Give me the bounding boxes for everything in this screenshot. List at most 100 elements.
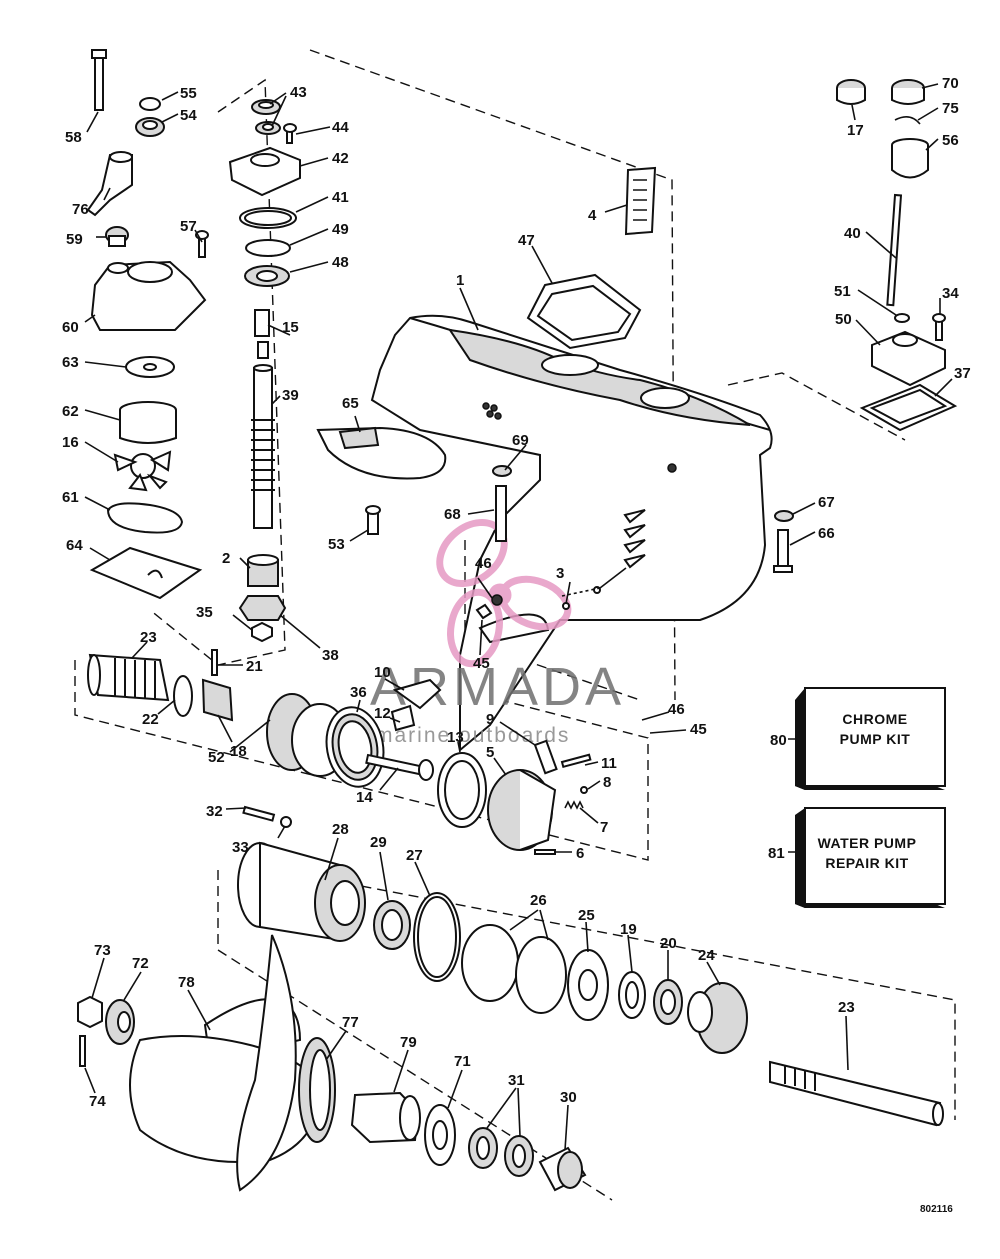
callout-76: 76 <box>72 201 89 218</box>
water-pump-kit-line1: WATER PUMP <box>818 835 917 851</box>
upper-right-parts <box>526 79 958 432</box>
gearcase-housing <box>370 314 773 753</box>
callout-68: 68 <box>444 506 461 523</box>
callout-29: 29 <box>370 834 387 851</box>
callout-61: 61 <box>62 489 79 506</box>
callout-numbers: 58 55 54 43 44 42 41 49 48 15 39 2 35 38… <box>62 75 971 1110</box>
callout-53: 53 <box>328 536 345 553</box>
callout-73: 73 <box>94 942 111 959</box>
callout-48: 48 <box>332 254 349 271</box>
callout-2: 2 <box>222 550 230 567</box>
callout-49: 49 <box>332 221 349 238</box>
callout-13: 13 <box>447 729 464 746</box>
chrome-pump-kit-line1: CHROME <box>842 711 907 727</box>
callout-62: 62 <box>62 403 79 420</box>
callout-78: 78 <box>178 974 195 991</box>
callout-43: 43 <box>290 84 307 101</box>
callout-27: 27 <box>406 847 423 864</box>
watermark-tagline: marine outboards <box>375 724 570 747</box>
callout-45-lower: 45 <box>690 721 707 738</box>
callout-59: 59 <box>66 231 83 248</box>
callout-60: 60 <box>62 319 79 336</box>
callout-72: 72 <box>132 955 149 972</box>
callout-66: 66 <box>818 525 835 542</box>
callout-41: 41 <box>332 189 349 206</box>
callout-75: 75 <box>942 100 959 117</box>
callout-14: 14 <box>356 789 373 806</box>
callout-64: 64 <box>66 537 83 554</box>
callout-54: 54 <box>180 107 197 124</box>
callout-57: 57 <box>180 218 197 235</box>
callout-10: 10 <box>374 664 391 681</box>
callout-34: 34 <box>942 285 959 302</box>
callout-38: 38 <box>322 647 339 664</box>
callout-6: 6 <box>576 845 584 862</box>
callout-74: 74 <box>89 1093 106 1110</box>
callout-70: 70 <box>942 75 959 92</box>
callout-28: 28 <box>332 821 349 838</box>
propeller-parts <box>77 934 587 1192</box>
callout-leaders <box>84 83 953 1151</box>
callout-65: 65 <box>342 395 359 412</box>
callout-16: 16 <box>62 434 79 451</box>
callout-81: 81 <box>768 845 785 862</box>
callout-42: 42 <box>332 150 349 167</box>
water-pump-parts <box>86 49 209 600</box>
callout-67: 67 <box>818 494 835 511</box>
propeller-shaft-parts <box>237 841 944 1127</box>
callout-63: 63 <box>62 354 79 371</box>
callout-23-lower: 23 <box>838 999 855 1016</box>
callout-8: 8 <box>603 774 611 791</box>
callout-3: 3 <box>556 565 564 582</box>
callout-19: 19 <box>620 921 637 938</box>
callout-32: 32 <box>206 803 223 820</box>
callout-46-upper: 46 <box>475 555 492 572</box>
callout-11: 11 <box>601 755 617 772</box>
callout-39: 39 <box>282 387 299 404</box>
callout-51: 51 <box>834 283 851 300</box>
callout-17: 17 <box>847 122 864 139</box>
water-pump-kit-line2: REPAIR KIT <box>825 855 908 871</box>
callout-71: 71 <box>454 1053 471 1070</box>
callout-33: 33 <box>232 839 249 856</box>
chrome-pump-kit-line2: PUMP KIT <box>840 731 911 747</box>
callout-1: 1 <box>456 272 464 289</box>
callout-9: 9 <box>486 711 494 728</box>
callout-35: 35 <box>196 604 213 621</box>
callout-22: 22 <box>142 711 159 728</box>
gear-and-shift-parts <box>87 426 794 855</box>
callout-21: 21 <box>246 658 263 675</box>
callout-12: 12 <box>374 705 391 722</box>
callout-45-upper: 45 <box>473 655 490 672</box>
callout-56: 56 <box>942 132 959 149</box>
propeller-logo <box>436 518 572 668</box>
callout-30: 30 <box>560 1089 577 1106</box>
callout-52: 52 <box>208 749 225 766</box>
callout-40: 40 <box>844 225 861 242</box>
chrome-pump-kit-box: CHROME PUMP KIT 80 <box>770 687 946 790</box>
driveshaft-parts <box>211 99 301 676</box>
callout-5: 5 <box>486 744 494 761</box>
callout-69: 69 <box>512 432 529 449</box>
water-pump-repair-kit-box: WATER PUMP REPAIR KIT 81 <box>768 807 946 908</box>
callout-7: 7 <box>600 819 608 836</box>
callout-58: 58 <box>65 129 82 146</box>
callout-77: 77 <box>342 1014 359 1031</box>
callout-44: 44 <box>332 119 349 136</box>
callout-79: 79 <box>400 1034 417 1051</box>
callout-31: 31 <box>508 1072 525 1089</box>
callout-23-upper: 23 <box>140 629 157 646</box>
callout-26: 26 <box>530 892 547 909</box>
callout-37: 37 <box>954 365 971 382</box>
callout-55: 55 <box>180 85 197 102</box>
figure-id: 802116 <box>920 1204 953 1215</box>
callout-80: 80 <box>770 732 787 749</box>
callout-24: 24 <box>698 947 715 964</box>
callout-50: 50 <box>835 311 852 328</box>
callout-4: 4 <box>588 207 597 224</box>
callout-25: 25 <box>578 907 595 924</box>
callout-18: 18 <box>230 743 247 760</box>
callout-20: 20 <box>660 935 677 952</box>
